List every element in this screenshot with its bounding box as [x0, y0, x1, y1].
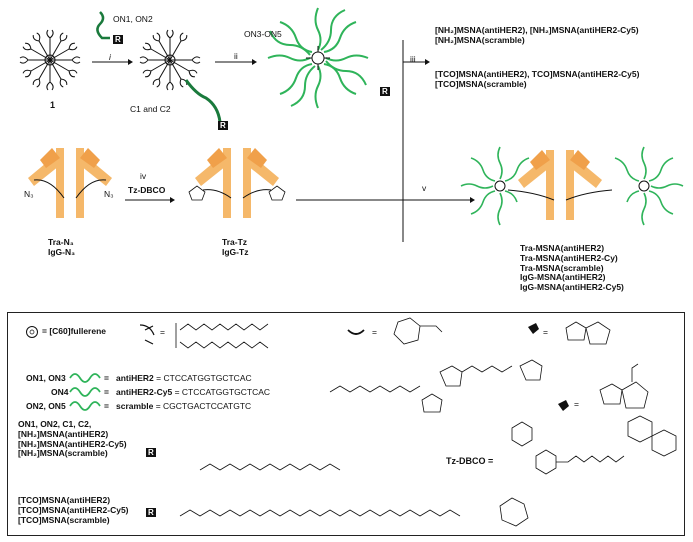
antibody-tetrazine	[188, 148, 286, 218]
tco-products: [TCO]MSNA(antiHER2), TCO]MSNA(antiHER2-C…	[435, 69, 640, 90]
tco-product-line: [TCO]MSNA(scramble)	[435, 78, 527, 89]
azide-right: N₃	[104, 189, 114, 199]
tco-group-line: [TCO]MSNA(antiHER2-Cy5)	[18, 504, 129, 515]
seq-name: scramble	[116, 401, 154, 411]
tz-dbco-structure	[511, 415, 677, 475]
step-v-label: v	[422, 183, 427, 193]
r-tag-3: R	[380, 87, 390, 97]
tco-group-line: [TCO]MSNA(scramble)	[18, 514, 110, 525]
antibody-azide-line: IgG-N₃	[48, 246, 76, 257]
on-row-seq: antiHER2-Cy5 = CTCCATGGTGCTCAC	[116, 387, 271, 398]
linker-chains	[179, 463, 529, 527]
antibody-azide	[28, 148, 112, 218]
pyridazine-icon	[558, 400, 569, 411]
msna-star-top	[267, 7, 369, 109]
step-iii-label: iii	[410, 54, 416, 64]
nh2-group-line: [NH₂]MSNA(scramble)	[18, 448, 108, 459]
seq-name: antiHER2-Cy5	[116, 387, 173, 397]
compound-1-fullerene	[19, 29, 81, 91]
triazole-icon	[528, 323, 539, 334]
intermediates-label: C1 and C2	[130, 104, 171, 114]
nh2-product-line: [NH₂]MSNA(antiHER2), [NH₂]MSNA(antiHER2-…	[435, 25, 639, 35]
reagents-step-i: ON1, ON2	[113, 14, 153, 24]
antibody-azide-labels: Tra-N₃ IgG-N₃	[48, 237, 76, 258]
on-row-eq: =	[104, 401, 109, 411]
tz-dbco-reagent: Tz-DBCO	[128, 185, 166, 195]
step-i-label: i	[109, 52, 111, 62]
legend-box	[7, 312, 685, 536]
on-row-names: ON1, ON3	[26, 373, 66, 383]
reagents-step-ii: ON3-ON5	[244, 29, 282, 39]
final-product-line: IgG-MSNA(antiHER2-Cy5)	[520, 282, 624, 293]
antibody-azide-line: Tra-N₃	[48, 237, 74, 247]
tz-dbco-label: Tz-DBCO =	[446, 456, 494, 466]
nh2-group-labels: ON1, ON2, C1, C2, [NH₂]MSNA(antiHER2) [N…	[18, 419, 127, 459]
on-row-names: ON4	[51, 387, 69, 397]
final-conjugate	[507, 150, 613, 220]
antibody-tz-line: Tra-Tz	[222, 237, 248, 247]
seq-value: = CTCCATGGTGCTCAC	[153, 373, 252, 383]
azide-left: N₃	[24, 189, 34, 199]
triazole-structure	[565, 321, 611, 345]
arm-structure	[175, 323, 269, 349]
r-tag-legend-2: R	[146, 508, 156, 518]
seq-value: = CTCCATGGTGCTCAC	[172, 387, 271, 397]
final-star-right	[614, 146, 684, 226]
compound-1-label: 1	[50, 100, 56, 110]
nh2-group-line: ON1, ON2, C1, C2,	[18, 419, 92, 429]
nh2-products: [NH₂]MSNA(antiHER2), [NH₂]MSNA(antiHER2-…	[435, 25, 639, 46]
tco-group-line: [TCO]MSNA(antiHER2)	[18, 495, 111, 505]
final-products: Tra-MSNA(antiHER2) Tra-MSNA(antiHER2-Cy)…	[520, 243, 624, 293]
antibody-tz-line: IgG-Tz	[222, 246, 249, 257]
final-product-line: Tra-MSNA(antiHER2)	[520, 243, 605, 253]
arm-eq: =	[160, 327, 165, 337]
nh2-group-line: [NH₂]MSNA(antiHER2)	[18, 428, 109, 439]
pyridazine-structure	[599, 363, 649, 409]
final-star-left	[460, 146, 530, 226]
oligo-waves	[69, 373, 101, 411]
seq-value: = CGCTGACTCCATGTC	[153, 401, 252, 411]
final-product-line: IgG-MSNA(antiHER2)	[520, 272, 606, 283]
r-tag: R	[113, 35, 123, 45]
cy5-structure	[329, 359, 543, 413]
r-tag-2: R	[218, 121, 228, 131]
final-product-line: Tra-MSNA(scramble)	[520, 262, 604, 273]
on-row-eq: =	[104, 373, 109, 383]
tco-product-line: [TCO]MSNA(antiHER2), TCO]MSNA(antiHER2-C…	[435, 69, 640, 79]
tco-group-labels: [TCO]MSNA(antiHER2) [TCO]MSNA(antiHER2-C…	[18, 495, 129, 525]
on-row-eq: =	[104, 387, 109, 397]
link-eq: =	[372, 327, 377, 337]
seq-name: antiHER2	[116, 373, 154, 383]
antibody-tz-labels: Tra-Tz IgG-Tz	[222, 237, 249, 258]
bcn-structure	[393, 317, 443, 345]
on-row-names: ON2, ON5	[26, 401, 66, 411]
on-row-seq: antiHER2 = CTCCATGGTGCTCAC	[116, 373, 252, 384]
step-iv-label: iv	[140, 171, 147, 181]
triazole-eq: =	[543, 327, 548, 337]
nh2-group-line: [NH₂]MSNA(antiHER2-Cy5)	[18, 438, 127, 449]
pyridazine-eq: =	[574, 399, 579, 409]
on-row-seq: scramble = CGCTGACTCCATGTC	[116, 401, 252, 412]
arm-icon	[139, 324, 155, 345]
fullerene-icon	[26, 326, 38, 338]
fullerene-label: = [C60]fullerene	[42, 326, 107, 336]
link-icon	[347, 329, 365, 335]
step-ii-label: ii	[234, 51, 238, 61]
nh2-product-line: [NH₂]MSNA(scramble)	[435, 34, 525, 45]
r-tag-legend: R	[146, 448, 156, 458]
final-product-line: Tra-MSNA(antiHER2-Cy)	[520, 252, 618, 263]
intermediate-c1-c2	[139, 29, 201, 91]
